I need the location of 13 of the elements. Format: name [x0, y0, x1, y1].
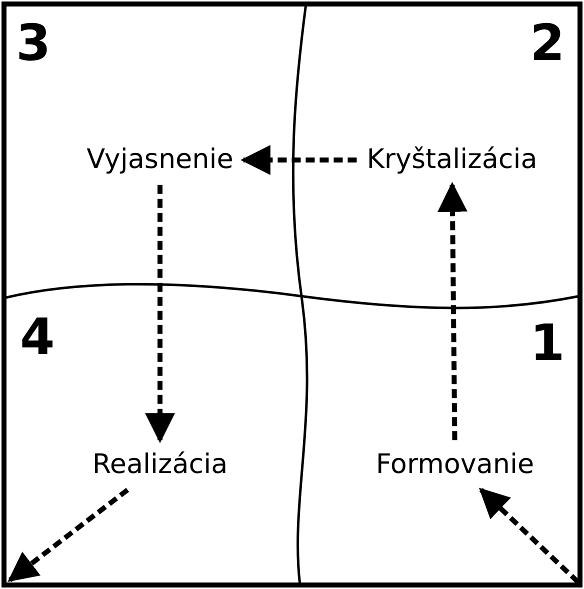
stage-label: Realizácia	[92, 450, 228, 480]
stage-label: Kryštalizácia	[366, 145, 538, 175]
quadrant-number: 1	[530, 318, 565, 368]
stage-label: Formovanie	[376, 450, 534, 480]
arrow	[145, 184, 175, 444]
arrow	[438, 182, 468, 440]
quadrant-number: 3	[16, 18, 51, 68]
quadrant-number: 4	[20, 312, 55, 362]
arrow	[478, 488, 580, 584]
arrow	[240, 145, 357, 175]
quadrant-number: 2	[530, 18, 565, 68]
stage-label: Vyjasnenie	[86, 145, 234, 175]
arrow	[8, 488, 130, 582]
